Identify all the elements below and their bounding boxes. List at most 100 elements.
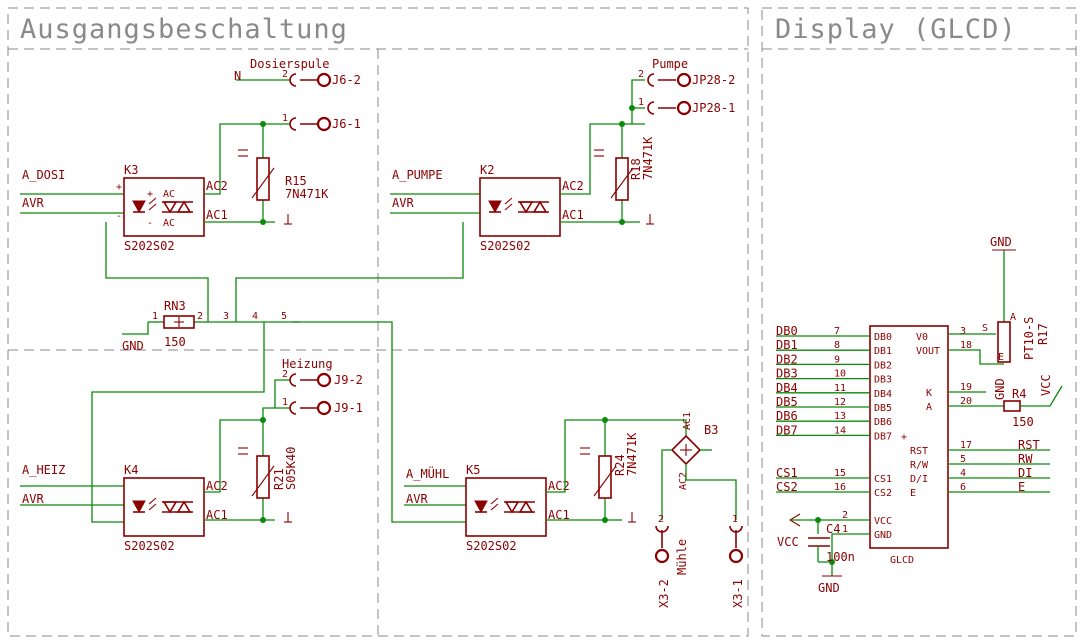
net-label-db1: DB1 — [776, 338, 798, 352]
glcd-pin-num-17: 17 — [960, 440, 972, 451]
varistor-r21 — [256, 455, 270, 499]
net-label-rst: RST — [1018, 438, 1040, 452]
ground-flag-k5-icon — [628, 512, 636, 523]
relay-k3 — [123, 177, 205, 237]
relay-k2-ac2: AC2 — [562, 179, 584, 193]
relay-k3-inner-ac-low: AC — [163, 218, 175, 229]
block-k4: A_HEIZ AVR K4 S202S02 AC2 AC1 R21 S05K40 — [20, 357, 363, 553]
relay-k5-ac2: AC2 — [548, 479, 570, 493]
c4-gnd-label: GND — [818, 581, 840, 595]
relay-k3-name: K3 — [124, 163, 138, 177]
frame-right — [761, 7, 1077, 637]
block-r4: R4 150 GND VCC — [948, 374, 1063, 429]
pot-type: PT10-S — [1022, 317, 1036, 360]
connector-j9-1[interactable] — [289, 400, 332, 416]
glcd-pin-name-cs2: CS2 — [874, 488, 892, 499]
varistor-r15-value: 7N471K — [285, 187, 329, 201]
glcd-pin-num-2: 2 — [842, 510, 848, 521]
varistor-r18-value: 7N471K — [641, 136, 655, 180]
relay-k3-minus: - — [116, 211, 122, 222]
glcd-pin-name-db0: DB0 — [874, 332, 892, 343]
rn3-pin5: 5 — [281, 311, 287, 322]
connector-jp28-2[interactable] — [647, 72, 692, 88]
optic-arrow-k4-icon — [238, 447, 248, 455]
connector-x3-2[interactable] — [654, 525, 670, 564]
connector-j6-1[interactable] — [289, 116, 332, 132]
net-label-n: N — [234, 69, 241, 83]
j9-pin2: 2 — [282, 369, 288, 380]
relay-k5 — [465, 477, 547, 537]
net-label-avr-k4: AVR — [22, 492, 44, 506]
net-label-cs2: CS2 — [776, 480, 798, 494]
resistor-rn3-value: 150 — [164, 335, 186, 349]
c4-vcc-label: VCC — [777, 535, 799, 549]
block-pot-r17: GND S A E PT10-S R17 — [948, 235, 1050, 365]
block-k5: A_MÜHL AVR K5 S202S02 AC2 AC1 R24 7N471K — [404, 412, 745, 608]
glcd-pin-num-19: 19 — [960, 382, 972, 393]
conn-j6-2-label: J6-2 — [332, 73, 361, 87]
block-k2: A_PUMPE AVR K2 S202S02 AC2 AC1 R18 7N471… — [390, 57, 735, 253]
glcd-pin-num-10: 10 — [834, 369, 846, 380]
conn-x3-1-label: X3-1 — [731, 579, 745, 608]
varistor-r15 — [256, 157, 270, 201]
relay-k2-ac1: AC1 — [562, 208, 584, 222]
glcd-pin-num-5: 5 — [960, 454, 966, 465]
net-label-avr-k2: AVR — [392, 196, 414, 210]
net-label-di: DI — [1018, 466, 1032, 480]
block-c4: VCC C4 100n GND — [777, 513, 870, 595]
relay-k4-ac2: AC2 — [206, 479, 228, 493]
conn-label-pumpe: Pumpe — [652, 57, 688, 71]
glcd-pin-num-11: 11 — [834, 383, 846, 394]
j9-pin1: 1 — [282, 397, 288, 408]
conn-label-muehle: Mühle — [675, 539, 689, 575]
frame-left — [7, 7, 749, 637]
net-label-a-pumpe: A_PUMPE — [392, 168, 443, 182]
glcd-pin-name-a: A — [926, 402, 932, 413]
net-label-a-muehl: A_MÜHL — [406, 465, 449, 481]
varistor-r15-name: R15 — [285, 174, 307, 188]
glcd-pin-num-16: 16 — [834, 482, 846, 493]
net-label-cs1: CS1 — [776, 466, 798, 480]
relay-k3-inner-ac: AC — [163, 189, 175, 200]
capacitor-c4-name: C4 — [826, 522, 840, 536]
glcd-pin-name-rst: RST — [910, 446, 928, 457]
connector-j6-2[interactable] — [289, 72, 332, 88]
bridge-b3-name: B3 — [704, 423, 718, 437]
rn3-pin1: 1 — [152, 311, 158, 322]
glcd-module — [869, 325, 949, 549]
glcd-pin-num-8: 8 — [834, 340, 840, 351]
net-label-db0: DB0 — [776, 324, 798, 338]
connector-j9-2[interactable] — [289, 372, 332, 388]
glcd-pin-num-14: 14 — [834, 425, 846, 436]
conn-j9-2-label: J9-2 — [334, 373, 363, 387]
resistor-r4 — [1003, 400, 1021, 412]
glcd-name: GLCD — [890, 555, 914, 566]
x3-pin2: 2 — [658, 514, 664, 525]
conn-label-heizung: Heizung — [282, 357, 333, 371]
glcd-pin-num-12: 12 — [834, 397, 846, 408]
rn3-pin3: 3 — [223, 311, 229, 322]
varistor-r21-value: S05K40 — [284, 447, 298, 490]
net-label-db7: DB7 — [776, 423, 798, 437]
block-rn3: RN3 150 1 2 3 4 5 GND — [91, 222, 466, 523]
glcd-pin-name-db4: DB4 — [874, 389, 892, 400]
relay-k2-type: S202S02 — [480, 239, 531, 253]
net-label-db5: DB5 — [776, 395, 798, 409]
x3-pin1: 1 — [732, 514, 738, 525]
pot-pin-a: A — [1010, 312, 1016, 323]
bridge-b3-ac2: AC2 — [678, 472, 689, 490]
relay-k4-ac1: AC1 — [206, 508, 228, 522]
glcd-pin-name-e: E — [910, 488, 916, 499]
relay-k3-inner-plus: + — [147, 189, 153, 200]
connector-jp28-1[interactable] — [647, 100, 692, 116]
relay-k4-name: K4 — [124, 463, 138, 477]
net-label-avr-k3: AVR — [22, 196, 44, 210]
jp28-pin1: 1 — [638, 97, 644, 108]
net-label-db6: DB6 — [776, 409, 798, 423]
connector-x3-1[interactable] — [728, 525, 744, 564]
glcd-pin-num-1: 1 — [842, 524, 848, 535]
glcd-pin-name-db6: DB6 — [874, 417, 892, 428]
